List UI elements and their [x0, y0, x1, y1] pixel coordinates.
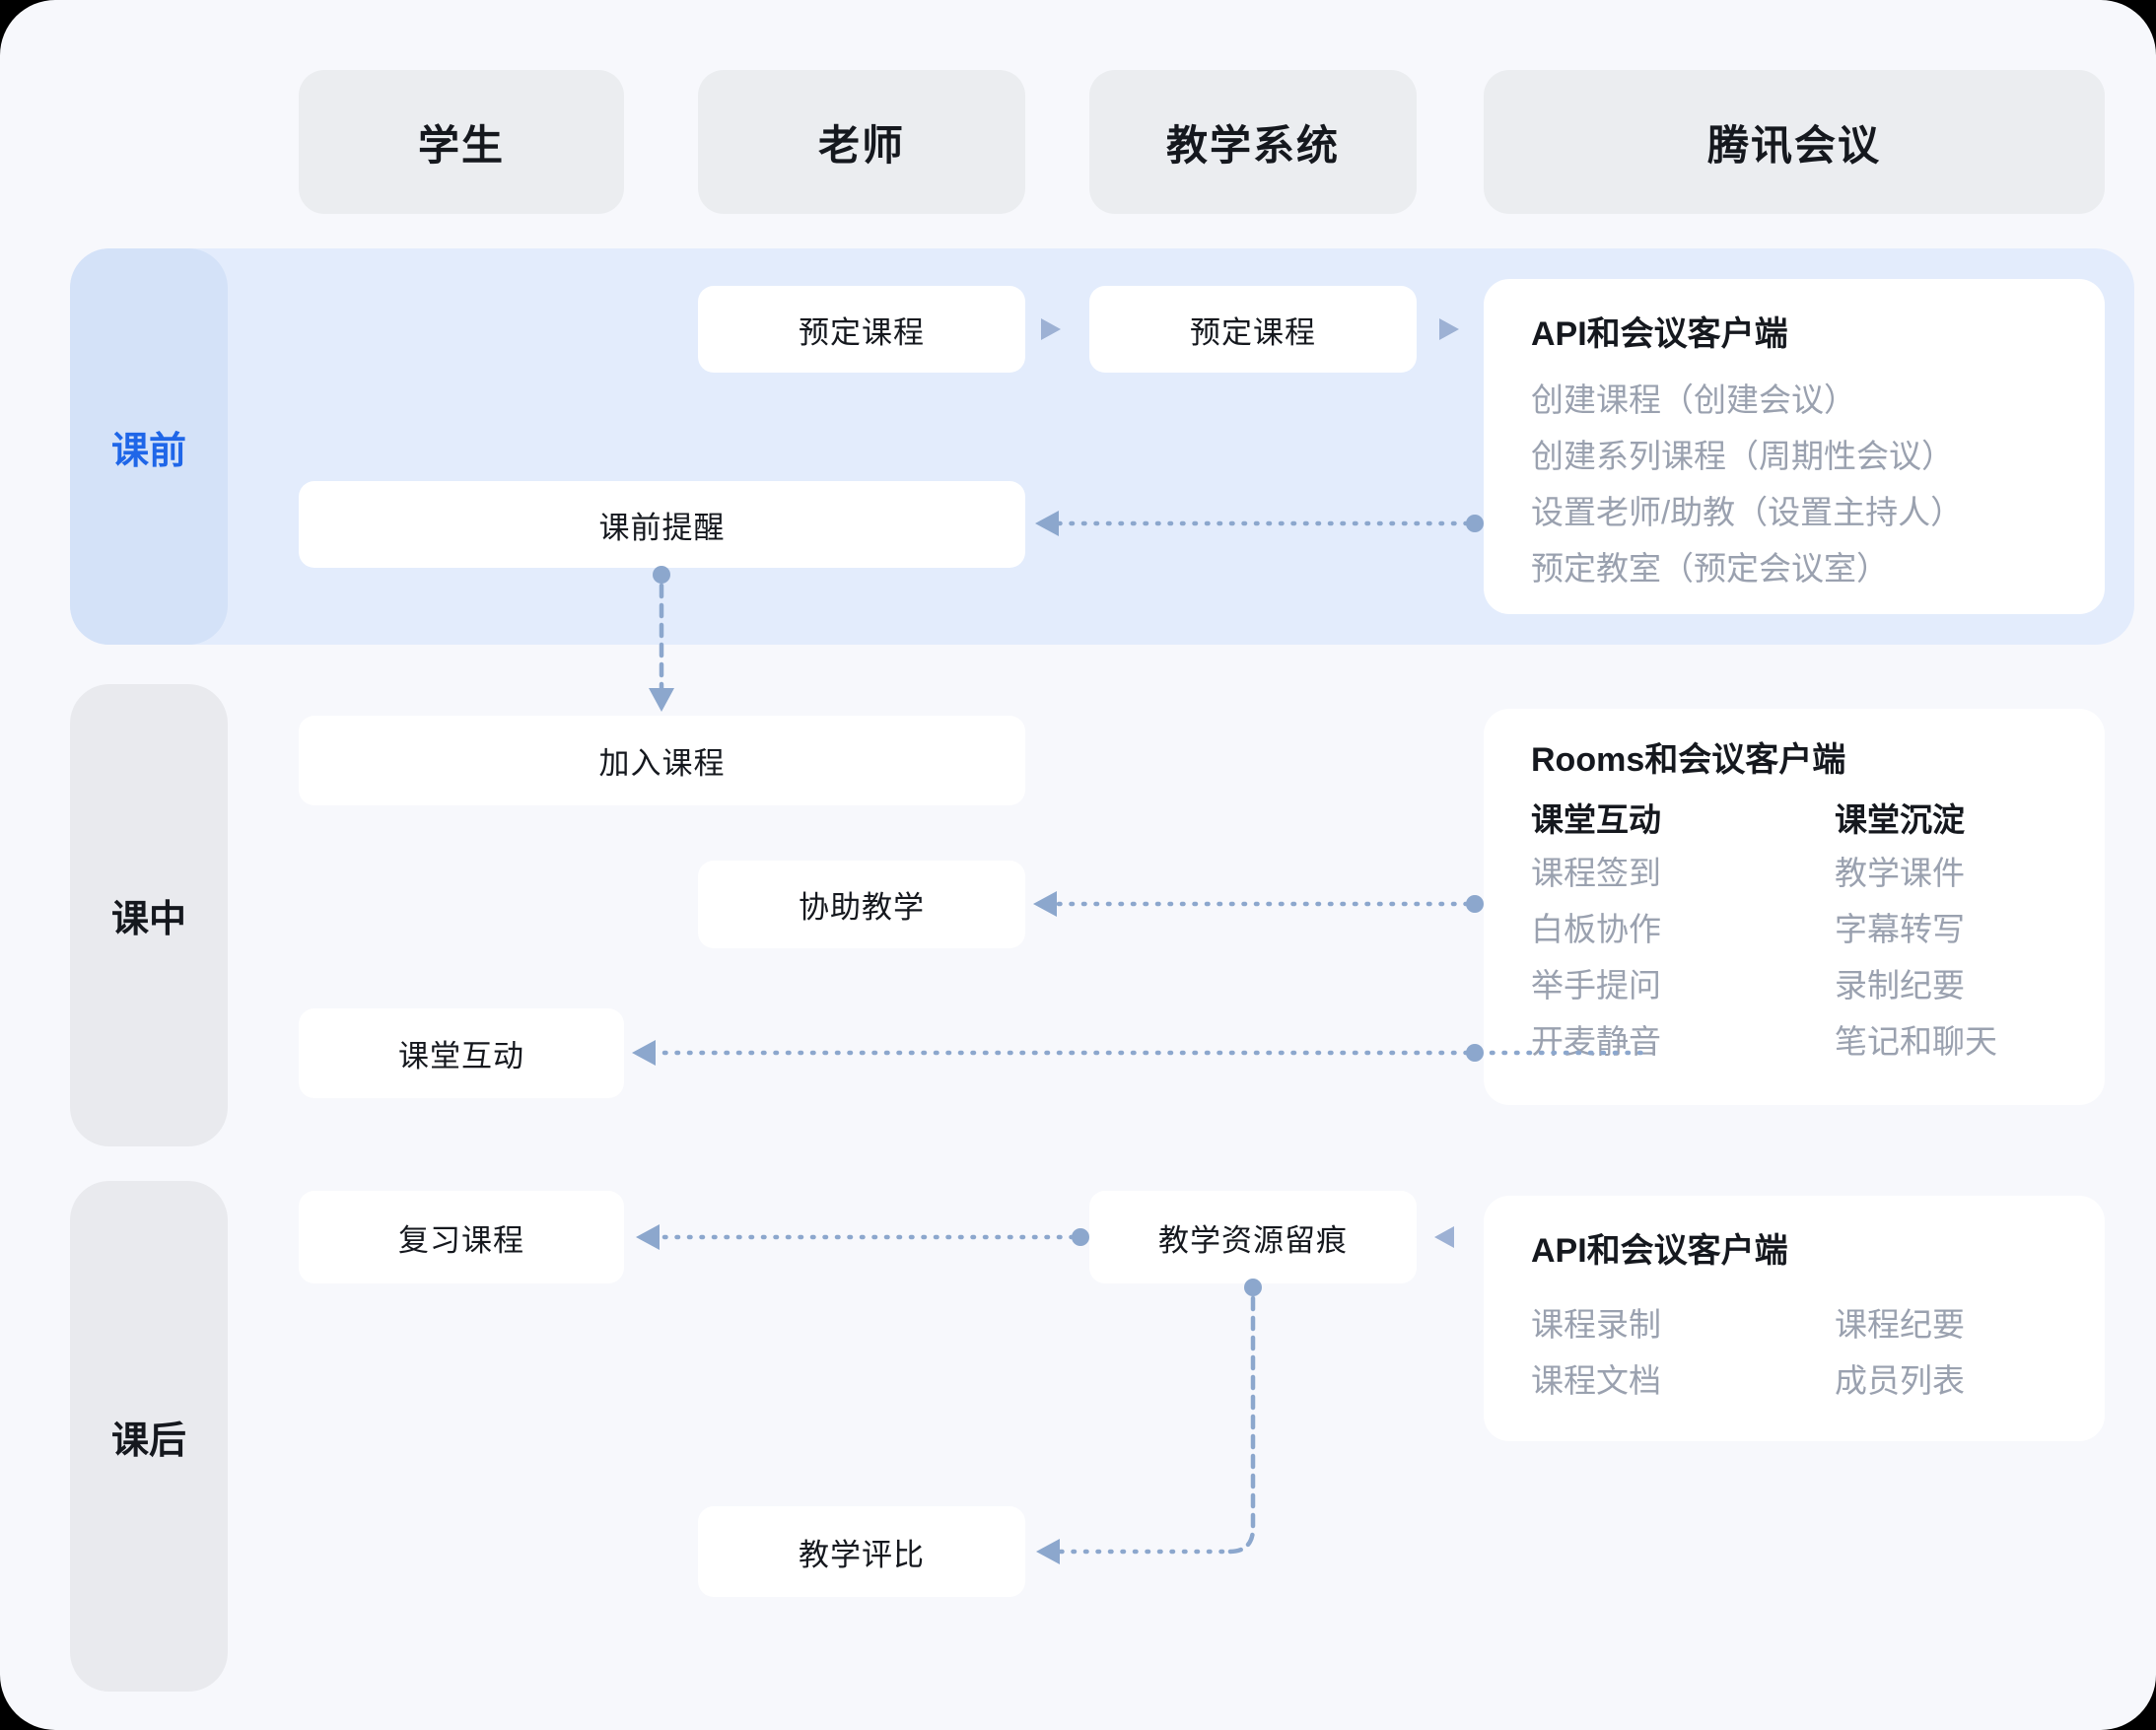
- api-post-item-recording: 课程录制: [1531, 1306, 1661, 1343]
- api-post-item-minutes: 课程纪要: [1835, 1306, 1965, 1343]
- api-post-item-documents: 课程文档: [1531, 1362, 1661, 1399]
- api-pre-item-create-course: 创建课程（创建会议）: [1531, 381, 1856, 418]
- step-teaching-resource-traces: 教学资源留痕: [1089, 1191, 1417, 1283]
- step-assist-teaching: 协助教学: [698, 861, 1025, 948]
- lane-label-after-class: 课后: [70, 1181, 228, 1692]
- rooms-item-checkin: 课程签到: [1531, 855, 1661, 891]
- connector-traces-to-evaluation: [1036, 1279, 1262, 1564]
- rooms-item-raise-hand: 举手提问: [1531, 967, 1661, 1003]
- api-post-column-1: 课程录制 课程文档: [1531, 1296, 1748, 1409]
- api-pre-item-set-teacher: 设置老师/助教（设置主持人）: [1531, 494, 1964, 530]
- rooms-item-recording-minutes: 录制纪要: [1835, 967, 1965, 1003]
- panel-rooms-client-title: Rooms和会议客户端: [1531, 741, 1846, 779]
- column-header-teacher: 老师: [698, 70, 1025, 214]
- api-pre-item-book-room: 预定教室（预定会议室）: [1531, 550, 1889, 587]
- api-post-column-2: 课程纪要 成员列表: [1835, 1296, 2052, 1409]
- connector-traces-to-review: [636, 1224, 1089, 1250]
- panel-api-client-post-title: API和会议客户端: [1531, 1232, 1788, 1270]
- rooms-column-interaction: 课堂互动 课程签到 白板协作 举手提问 开麦静音: [1531, 796, 1748, 1070]
- step-schedule-course-system: 预定课程: [1089, 286, 1417, 373]
- rooms-item-notes-chat: 笔记和聊天: [1835, 1023, 1997, 1060]
- step-teaching-evaluation: 教学评比: [698, 1506, 1025, 1597]
- api-post-item-member-list: 成员列表: [1835, 1362, 1965, 1399]
- panel-api-client-post: API和会议客户端 课程录制 课程文档 课程纪要 成员列表: [1484, 1196, 2105, 1441]
- lane-label-in-class: 课中: [70, 684, 228, 1146]
- step-join-course: 加入课程: [299, 716, 1025, 805]
- step-classroom-interaction: 课堂互动: [299, 1008, 624, 1098]
- rooms-item-courseware: 教学课件: [1835, 855, 1965, 891]
- rooms-item-subtitles: 字幕转写: [1835, 911, 1965, 947]
- panel-api-client-pre-title: API和会议客户端: [1531, 315, 1788, 353]
- rooms-col1-heading: 课堂互动: [1531, 801, 1661, 838]
- connector-rooms-to-assist: [1033, 891, 1484, 917]
- column-header-teaching-system: 教学系统: [1089, 70, 1417, 214]
- rooms-col2-heading: 课堂沉淀: [1835, 801, 1965, 838]
- step-schedule-course-teacher: 预定课程: [698, 286, 1025, 373]
- step-review-course: 复习课程: [299, 1191, 624, 1283]
- flow-arrow-icon-api-to-traces: [1434, 1226, 1454, 1248]
- column-header-student: 学生: [299, 70, 624, 214]
- lane-label-pre-class: 课前: [70, 248, 228, 645]
- rooms-item-mic-mute: 开麦静音: [1531, 1023, 1661, 1060]
- api-pre-item-create-series: 创建系列课程（周期性会议）: [1531, 438, 1954, 474]
- rooms-item-whiteboard: 白板协作: [1531, 911, 1661, 947]
- panel-api-client-pre: API和会议客户端 创建课程（创建会议） 创建系列课程（周期性会议） 设置老师/…: [1484, 279, 2105, 614]
- panel-rooms-client: Rooms和会议客户端 课堂互动 课程签到 白板协作 举手提问 开麦静音 课堂沉…: [1484, 709, 2105, 1105]
- column-header-tencent-meeting: 腾讯会议: [1484, 70, 2105, 214]
- step-pre-class-reminder: 课前提醒: [299, 481, 1025, 568]
- rooms-column-archive: 课堂沉淀 教学课件 字幕转写 录制纪要 笔记和聊天: [1835, 796, 2052, 1070]
